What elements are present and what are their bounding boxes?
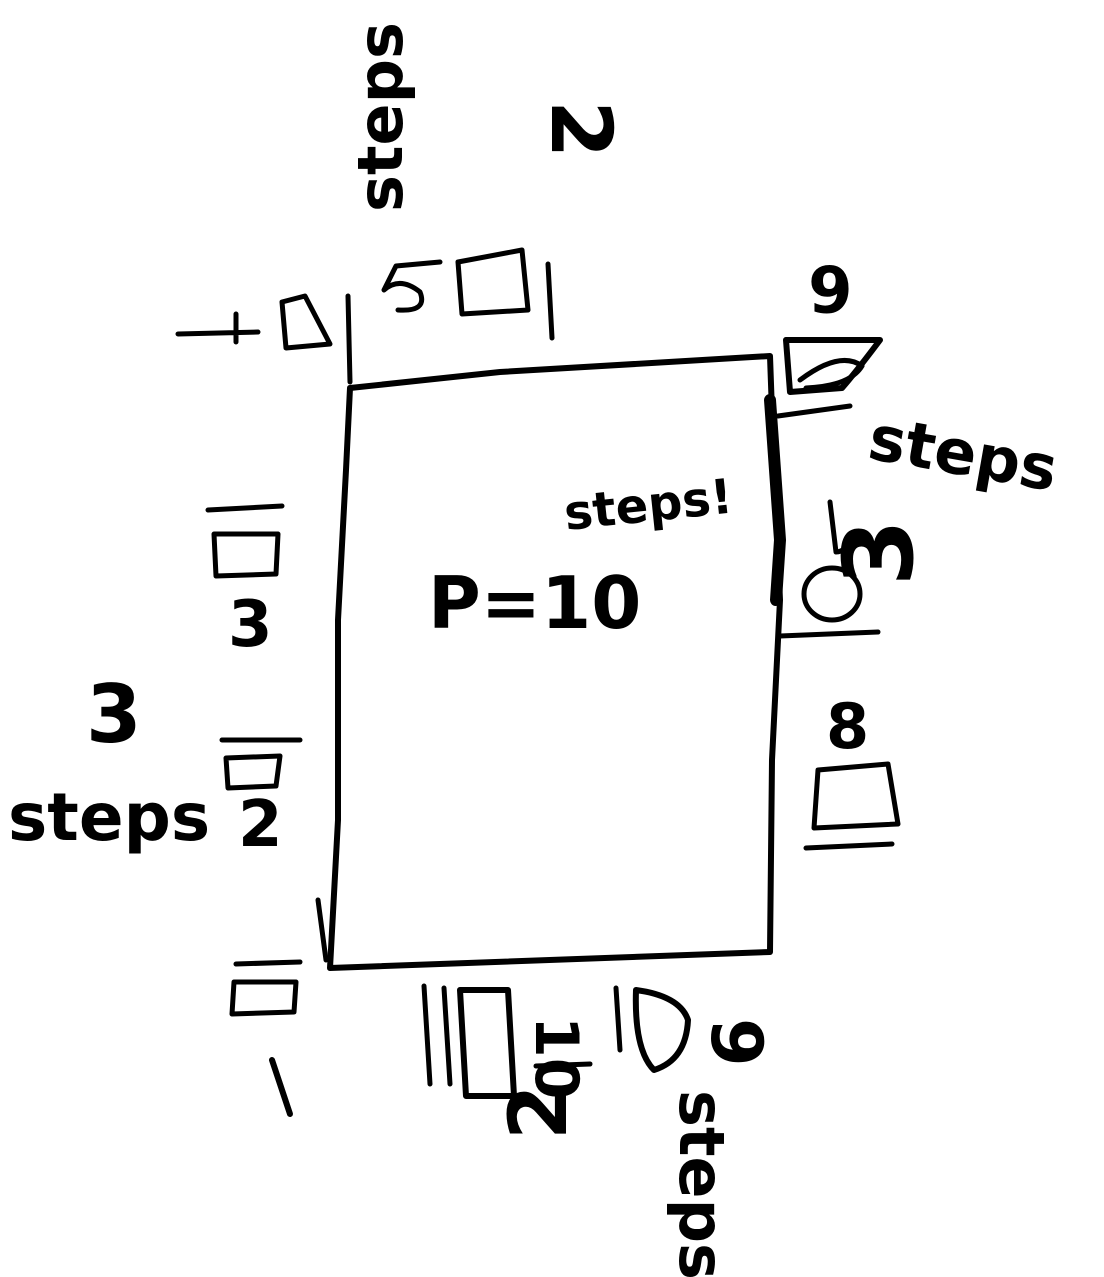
number-4-drawing [175,311,261,345]
square-3-overline [205,503,285,513]
top-word: steps [344,22,417,212]
number-2: 2 [238,788,283,862]
left-word: steps [8,779,210,856]
number-9: 9 [695,1018,777,1067]
square-1 [229,979,299,1017]
perimeter-label: P=10 [428,561,641,645]
number-10-underline [533,1061,593,1069]
square-4 [279,293,333,351]
top-left-divider [345,293,353,385]
number-3: 3 [228,588,273,662]
bottom-divider-c [613,985,623,1053]
bottom-divider-a [421,983,433,1087]
right-circle [801,565,863,623]
bottom-count: 2 [492,1084,585,1140]
number-1-drawing [269,1057,293,1117]
square-6-inner [797,357,865,391]
square-9-shape [632,987,691,1073]
square-1-overline [233,959,303,967]
main-rectangle [327,353,783,971]
number-6: 6 [808,250,853,324]
left-count: 3 [86,668,142,761]
square-bottom-1 [457,987,517,1099]
right-count: 3 [823,519,935,586]
square-2 [223,753,283,791]
square-8 [811,761,901,831]
top-count: 2 [532,100,630,158]
number-8: 8 [826,690,869,763]
bottom-divider-b [441,985,453,1087]
rectangle-right-edge-thick [764,394,786,606]
center-note: steps! [561,469,735,542]
square-3 [211,531,281,579]
top-right-divider-line [775,403,853,419]
right-upper-word: steps [863,401,1063,506]
square-5 [455,247,531,317]
right-pin-stem [827,499,855,555]
bottom-left-tick [315,897,329,963]
right-divider [777,629,881,639]
number-5-drawing [381,259,443,313]
number-10: 10 [521,1016,591,1100]
square-8-underline [803,841,895,851]
bottom-word: steps [665,1090,738,1277]
top-right-divider [545,261,555,341]
